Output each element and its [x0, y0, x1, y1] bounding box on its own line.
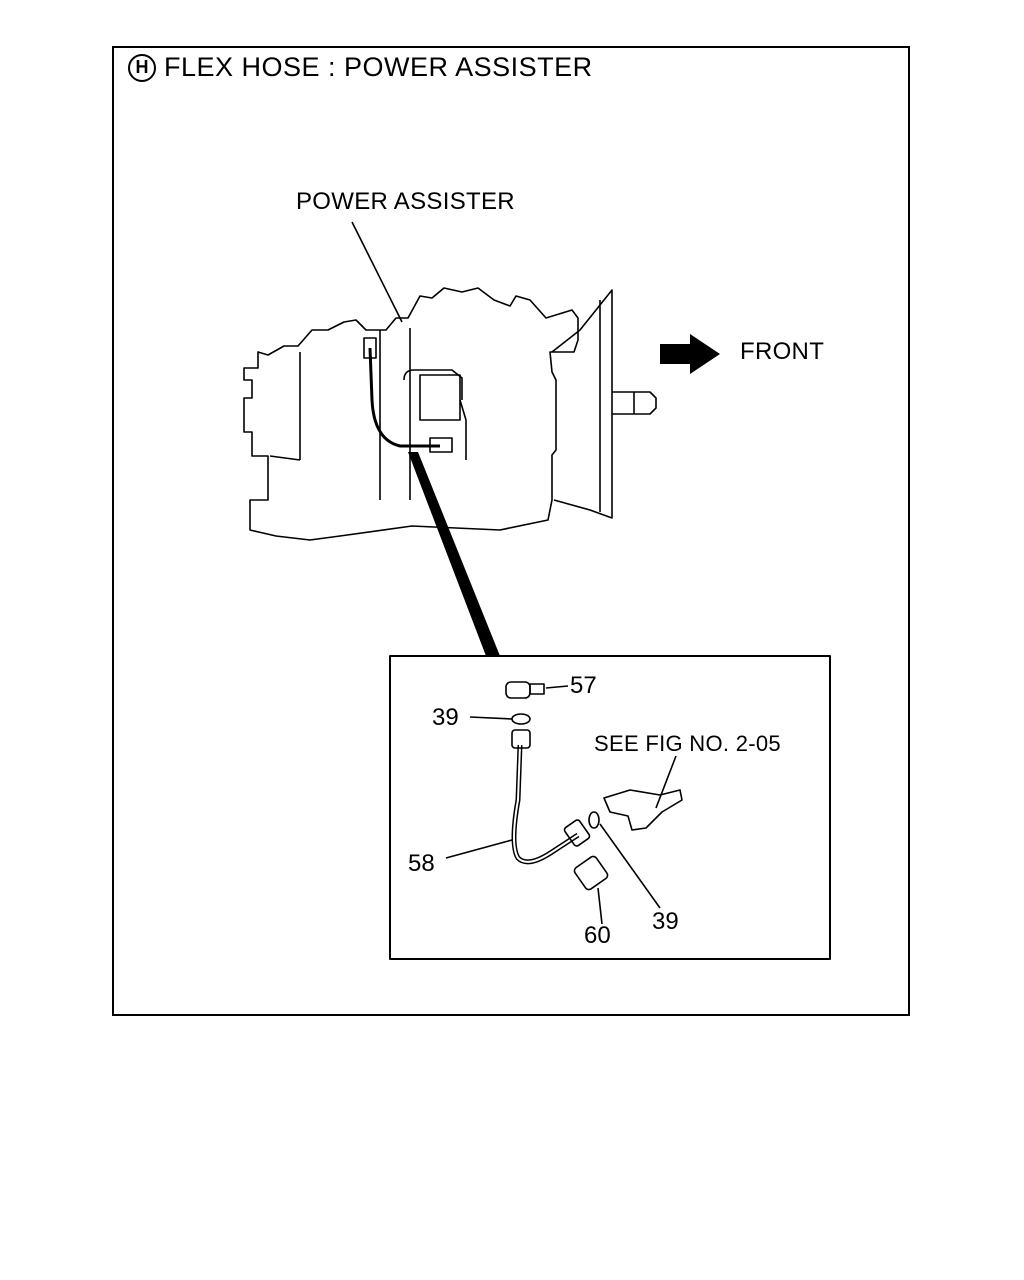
washer-39-bottom [588, 811, 600, 829]
callout-60: 60 [584, 922, 611, 949]
transmission-outline [243, 287, 579, 541]
fitting-57 [505, 681, 531, 699]
detail-hose [511, 744, 580, 865]
assembly-hose [368, 347, 440, 448]
arrow-right-icon [660, 334, 720, 374]
diagram-header: H FLEX HOSE : POWER ASSISTER [128, 52, 593, 83]
see-fig-label: SEE FIG NO. 2-05 [594, 731, 781, 756]
callout-39-top: 39 [432, 704, 459, 731]
callout-58: 58 [408, 850, 435, 877]
hose-end-bottom [563, 819, 591, 847]
detail-box [389, 655, 831, 960]
washer-39-top [511, 713, 531, 725]
fitting-60 [573, 855, 609, 891]
diagram-frame [112, 46, 910, 1016]
section-badge: H [128, 53, 156, 82]
power-assister-label: POWER ASSISTER [296, 188, 515, 215]
detail-pointer [408, 452, 500, 656]
callout-39-bottom: 39 [652, 908, 679, 935]
output-shaft [612, 391, 657, 415]
power-assister-leader [351, 221, 403, 323]
diagram-title: FLEX HOSE : POWER ASSISTER [164, 52, 593, 82]
hose-end-top [511, 729, 531, 749]
tee-fitting [603, 789, 683, 831]
bell-housing [551, 289, 613, 519]
callout-57: 57 [570, 672, 597, 699]
front-label: FRONT [740, 338, 825, 365]
